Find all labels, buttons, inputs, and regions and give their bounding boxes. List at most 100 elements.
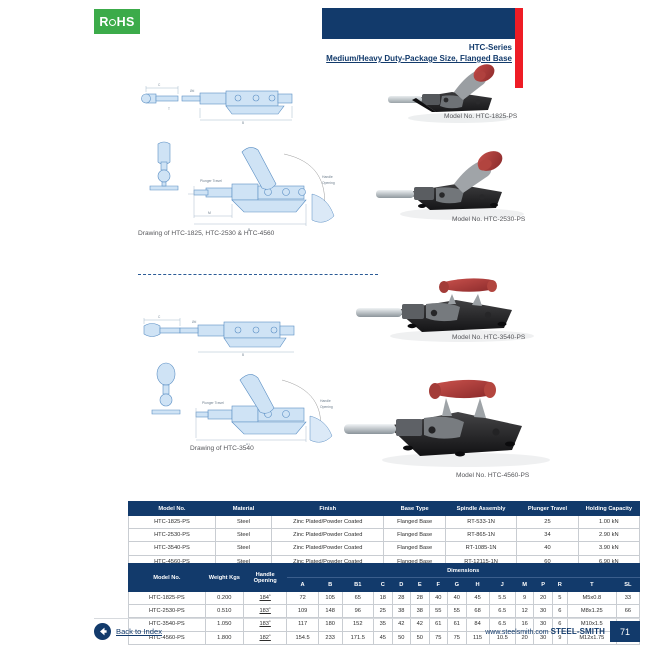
table-cell: M12x1.75 [566,630,617,645]
table-cell: 50 [391,630,412,645]
table-cell: 28 [391,590,412,606]
table-cell: 3.90 kN [577,541,641,556]
spec-col-model: Model No. [128,501,216,516]
product-caption-4560: Model No. HTC-4560-PS [456,472,530,479]
spec-col-material: Material [214,501,273,516]
table-cell: M5x0.8 [566,590,617,606]
drawing-caption-2: Drawing of HTC-3540 [190,445,254,452]
drawing-caption-1: Drawing of HTC-1825, HTC-2530 & HTC-4560 [138,230,275,237]
spec-col-base-type: Base Type [383,501,446,516]
table-cell: 42 [391,617,412,632]
table-cell: 65 [341,590,374,606]
dimensions-table: Model No. Weight Kgs Handle Opening Dime… [128,563,641,645]
table-cell: HTC-4560-PS [128,630,206,645]
dim-col-m: M [514,577,535,592]
product-photo-3540 [356,278,534,342]
header-band-title: Straight Line Action [559,9,637,19]
table-cell: 154.5 [286,630,319,645]
dim-col-g: G [447,577,467,592]
spec-col-spindle: Spindle Assembly [444,501,518,516]
dim-col-b1: B1 [341,577,374,592]
table-cell: 72 [286,590,319,606]
table-cell: 28 [410,590,430,606]
table-cell: 45 [372,630,393,645]
svg-text:B: B [248,228,251,232]
table-cell: 105 [317,590,343,606]
svg-text:Handle: Handle [322,175,333,179]
table-cell: 84 [465,617,490,632]
table-cell: HTC-2530-PS [128,604,206,619]
table-cell: 5 [551,590,568,606]
dim-col-model: Model No. [128,563,206,592]
table-cell: 171.5 [341,630,374,645]
dim-col-b: B [317,577,343,592]
dim-col-f: F [428,577,449,592]
svg-text:B: B [242,353,244,357]
table-cell: 0.200 [204,590,244,606]
table-cell: 1.800 [204,630,244,645]
table-cell: 184˚ [242,590,288,606]
product-caption-1825: Model No. HTC-1825-PS [444,113,518,120]
footer-brand-name: STEEL-SMITH [550,627,605,636]
dim-col-c: C [372,577,393,592]
table-cell: M8x1.25 [566,604,617,619]
table-cell: 34 [516,528,579,543]
product-photo-2530 [376,151,524,220]
product-caption-2530: Model No. HTC-2530-PS [452,216,526,223]
section-divider [138,274,378,275]
footer-divider [94,618,640,619]
table-cell: 12 [514,604,535,619]
svg-text:T: T [168,107,170,111]
table-cell: 6.5 [488,617,516,632]
table-cell: HTC-3540-PS [128,617,206,632]
specification-table: Model No. Material Finish Base Type Spin… [128,501,641,569]
back-to-index-button[interactable]: Back to Index [94,623,162,640]
dim-col-d: D [391,577,412,592]
table-cell: 30 [533,604,553,619]
series-heading: HTC-Series Medium/Heavy Duty-Package Siz… [200,42,512,65]
table-cell: 2.90 kN [577,528,641,543]
rohs-label-post: HS [116,14,135,29]
table-cell: Flanged Base [383,514,446,530]
spec-table-header-row: Model No. Material Finish Base Type Spin… [128,501,641,516]
dim-col-a: A [286,577,319,592]
table-cell: 40 [516,541,579,556]
table-cell: 75 [428,630,449,645]
rohs-circle-icon [109,19,117,26]
svg-text:Opening: Opening [320,405,333,409]
product-caption-3540: Model No. HTC-3540-PS [452,334,526,341]
svg-text:B1: B1 [246,443,250,445]
rohs-label-pre: R [99,14,109,29]
back-to-index-label: Back to Index [116,627,163,636]
table-cell: 6 [551,604,568,619]
svg-text:C: C [158,83,161,87]
dim-col-e: E [410,577,430,592]
table-cell: 38 [391,604,412,619]
table-cell: 66 [615,604,641,619]
table-cell: 0.510 [204,604,244,619]
table-cell: Steel [214,541,273,556]
dim-col-t: T [566,577,617,592]
dim-col-r: R [551,577,568,592]
svg-text:Ød: Ød [190,89,194,93]
table-cell: Zinc Plated/Powder Coated [271,514,385,530]
table-cell: HTC-3540-PS [128,541,216,556]
dim-col-p: P [533,577,553,592]
series-subtitle: Medium/Heavy Duty-Package Size, Flanged … [326,54,512,63]
table-cell: 20 [533,590,553,606]
dim-group-header: Dimensions [286,563,640,578]
table-cell: Flanged Base [383,528,446,543]
table-cell: 40 [428,590,449,606]
dim-table-group-row: Model No. Weight Kgs Handle Opening Dime… [128,563,640,592]
table-cell: 55 [428,604,449,619]
svg-text:M: M [208,211,211,215]
rohs-badge: R HS [94,9,140,34]
table-cell: 5.5 [488,590,516,606]
table-cell: 61 [447,617,467,632]
